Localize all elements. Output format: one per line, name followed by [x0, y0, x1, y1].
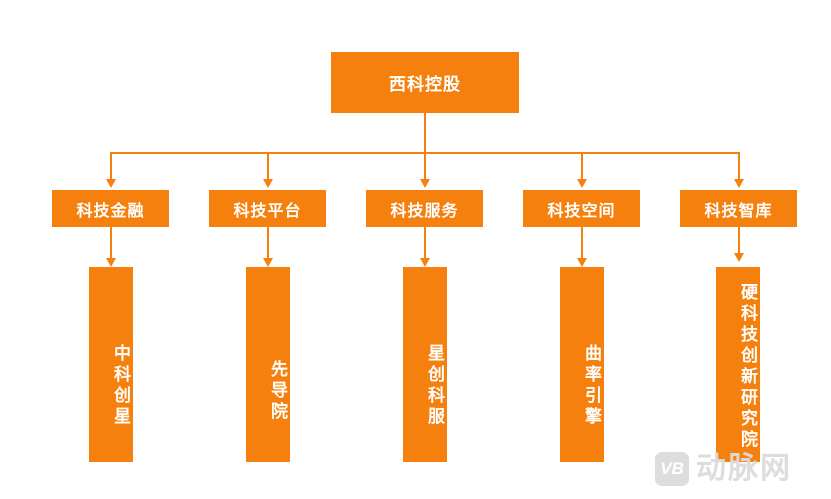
- org-node-leaf-2[interactable]: 先导院: [246, 267, 290, 462]
- arrowhead-leaf-2: [263, 258, 273, 267]
- connector-drop-1: [110, 152, 112, 179]
- connector-drop-5: [738, 152, 740, 179]
- arrowhead-leaf-3: [420, 258, 430, 267]
- org-node-branch-4[interactable]: 科技空间: [523, 190, 640, 227]
- connector-root-stem: [424, 113, 426, 153]
- org-node-branch-1[interactable]: 科技金融: [52, 190, 169, 227]
- org-node-branch-5[interactable]: 科技智库: [680, 190, 797, 227]
- org-node-leaf-4[interactable]: 曲率引擎: [560, 267, 604, 462]
- connector-leaf-drop-2: [267, 227, 269, 258]
- connector-drop-4: [581, 152, 583, 179]
- connector-leaf-drop-3: [424, 227, 426, 258]
- arrowhead-3: [420, 179, 430, 188]
- connector-drop-2: [267, 152, 269, 179]
- arrowhead-leaf-1: [106, 258, 116, 267]
- arrowhead-1: [106, 179, 116, 188]
- org-node-branch-2[interactable]: 科技平台: [209, 190, 326, 227]
- connector-drop-3: [424, 152, 426, 179]
- connector-leaf-drop-4: [581, 227, 583, 258]
- org-node-leaf-1[interactable]: 中科创星: [89, 267, 133, 462]
- connector-leaf-drop-5: [738, 227, 740, 253]
- watermark-vb-logo: VB: [655, 452, 689, 486]
- arrowhead-leaf-5: [734, 253, 744, 262]
- arrowhead-leaf-4: [577, 258, 587, 267]
- org-node-root[interactable]: 西科控股: [331, 52, 519, 113]
- org-node-branch-3[interactable]: 科技服务: [366, 190, 483, 227]
- arrowhead-2: [263, 179, 273, 188]
- connector-leaf-drop-1: [110, 227, 112, 258]
- arrowhead-5: [734, 179, 744, 188]
- org-node-leaf-3[interactable]: 星创科服: [403, 267, 447, 462]
- arrowhead-4: [577, 179, 587, 188]
- org-node-leaf-5[interactable]: 硬科技创新研究院: [716, 267, 760, 462]
